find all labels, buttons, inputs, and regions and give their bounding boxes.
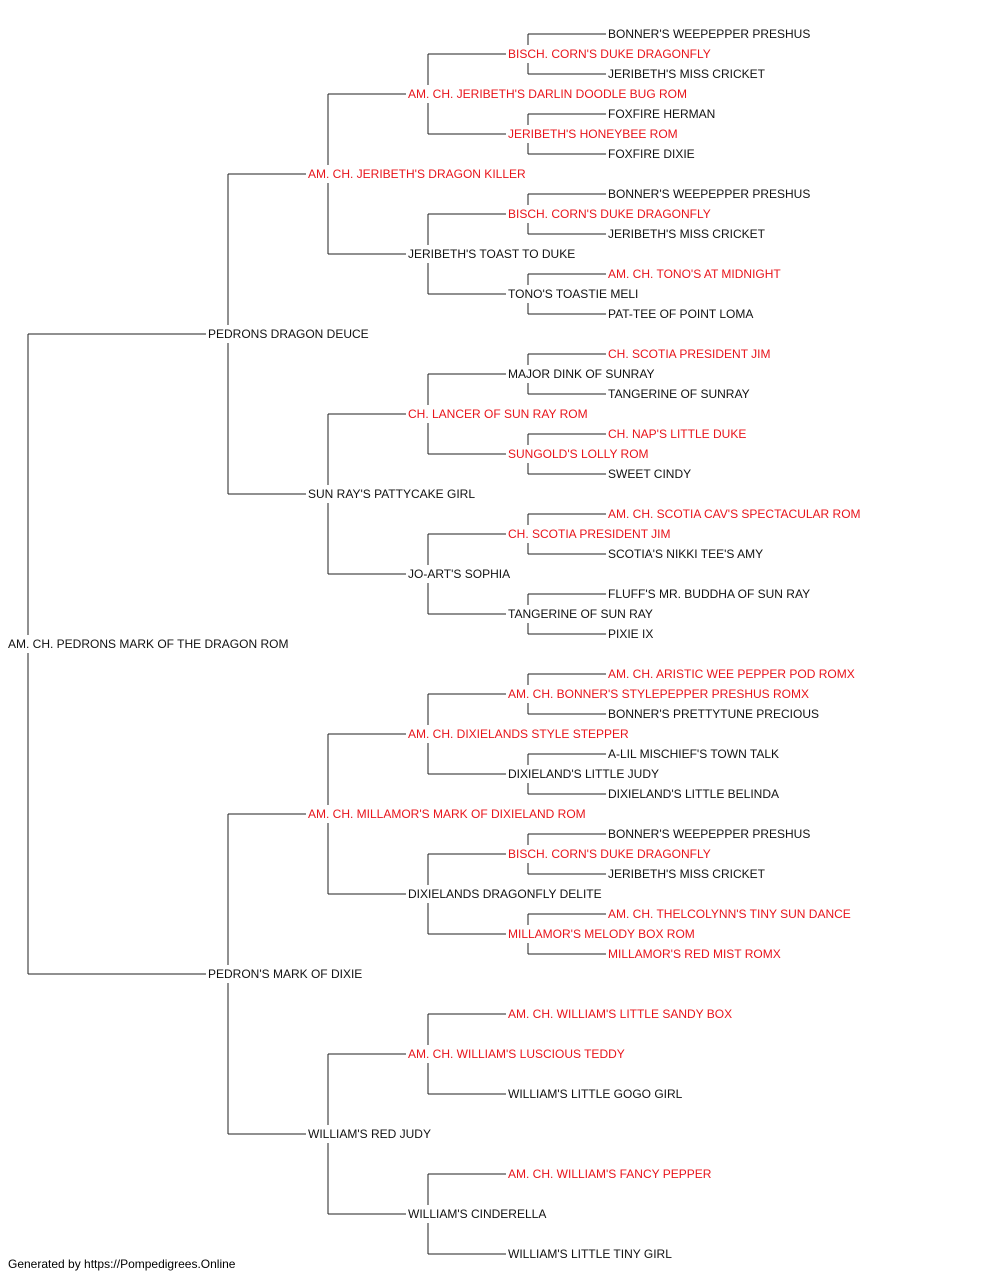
- ancestor-sungold-s-lolly-rom: SUNGOLD'S LOLLY ROM: [508, 447, 649, 461]
- ancestor-a-lil-mischief-s-town-talk: A-LIL MISCHIEF'S TOWN TALK: [608, 747, 779, 761]
- ancestor-millamor-s-red-mist-romx: MILLAMOR'S RED MIST ROMX: [608, 947, 781, 961]
- ancestor-tangerine-of-sun-ray: TANGERINE OF SUN RAY: [508, 607, 653, 621]
- ancestor-pedron-s-mark-of-dixie: PEDRON'S MARK OF DIXIE: [208, 967, 362, 981]
- ancestor-am-ch-william-s-fancy-pepper: AM. CH. WILLIAM'S FANCY PEPPER: [508, 1167, 712, 1181]
- ancestor-bisch-corn-s-duke-dragonfly: BISCH. CORN'S DUKE DRAGONFLY: [508, 207, 711, 221]
- ancestor-tono-s-toastie-meli: TONO'S TOASTIE MELI: [508, 287, 638, 301]
- ancestor-dixielands-dragonfly-delite: DIXIELANDS DRAGONFLY DELITE: [408, 887, 602, 901]
- ancestor-ch-nap-s-little-duke: CH. NAP'S LITTLE DUKE: [608, 427, 746, 441]
- ancestor-scotia-s-nikki-tee-s-amy: SCOTIA'S NIKKI TEE'S AMY: [608, 547, 763, 561]
- subject-name: AM. CH. PEDRONS MARK OF THE DRAGON ROM: [8, 637, 288, 651]
- ancestor-bisch-corn-s-duke-dragonfly: BISCH. CORN'S DUKE DRAGONFLY: [508, 47, 711, 61]
- ancestor-jeribeth-s-honeybee-rom: JERIBETH'S HONEYBEE ROM: [508, 127, 678, 141]
- ancestor-am-ch-tono-s-at-midnight: AM. CH. TONO'S AT MIDNIGHT: [608, 267, 781, 281]
- ancestor-am-ch-millamor-s-mark-of-dixieland-rom: AM. CH. MILLAMOR'S MARK OF DIXIELAND ROM: [308, 807, 586, 821]
- ancestor-tangerine-of-sunray: TANGERINE OF SUNRAY: [608, 387, 750, 401]
- ancestor-am-ch-jeribeth-s-darlin-doodle-bug-rom: AM. CH. JERIBETH'S DARLIN DOODLE BUG ROM: [408, 87, 687, 101]
- ancestor-pat-tee-of-point-loma: PAT-TEE OF POINT LOMA: [608, 307, 753, 321]
- generated-by-footer: Generated by https://Pompedigrees.Online: [8, 1257, 236, 1271]
- ancestor-bonner-s-weepepper-preshus: BONNER'S WEEPEPPER PRESHUS: [608, 827, 810, 841]
- ancestor-dixieland-s-little-belinda: DIXIELAND'S LITTLE BELINDA: [608, 787, 779, 801]
- ancestor-fluff-s-mr-buddha-of-sun-ray: FLUFF'S MR. BUDDHA OF SUN RAY: [608, 587, 810, 601]
- ancestor-ch-scotia-president-jim: CH. SCOTIA PRESIDENT JIM: [608, 347, 770, 361]
- ancestor-bonner-s-weepepper-preshus: BONNER'S WEEPEPPER PRESHUS: [608, 187, 810, 201]
- ancestor-sweet-cindy: SWEET CINDY: [608, 467, 691, 481]
- ancestor-millamor-s-melody-box-rom: MILLAMOR'S MELODY BOX ROM: [508, 927, 695, 941]
- ancestor-william-s-little-tiny-girl: WILLIAM'S LITTLE TINY GIRL: [508, 1247, 672, 1261]
- ancestor-sun-ray-s-pattycake-girl: SUN RAY'S PATTYCAKE GIRL: [308, 487, 475, 501]
- ancestor-am-ch-aristic-wee-pepper-pod-romx: AM. CH. ARISTIC WEE PEPPER POD ROMX: [608, 667, 855, 681]
- ancestor-pedrons-dragon-deuce: PEDRONS DRAGON DEUCE: [208, 327, 369, 341]
- ancestor-am-ch-jeribeth-s-dragon-killer: AM. CH. JERIBETH'S DRAGON KILLER: [308, 167, 526, 181]
- pedigree-names: AM. CH. PEDRONS MARK OF THE DRAGON ROM PE…: [8, 27, 861, 1261]
- ancestor-am-ch-william-s-little-sandy-box: AM. CH. WILLIAM'S LITTLE SANDY BOX: [508, 1007, 732, 1021]
- ancestor-am-ch-bonner-s-stylepepper-preshus-romx: AM. CH. BONNER'S STYLEPEPPER PRESHUS ROM…: [508, 687, 809, 701]
- ancestor-william-s-red-judy: WILLIAM'S RED JUDY: [308, 1127, 431, 1141]
- ancestor-jeribeth-s-toast-to-duke: JERIBETH'S TOAST TO DUKE: [408, 247, 575, 261]
- ancestor-am-ch-thelcolynn-s-tiny-sun-dance: AM. CH. THELCOLYNN'S TINY SUN DANCE: [608, 907, 851, 921]
- ancestor-william-s-cinderella: WILLIAM'S CINDERELLA: [408, 1207, 546, 1221]
- ancestor-ch-lancer-of-sun-ray-rom: CH. LANCER OF SUN RAY ROM: [408, 407, 588, 421]
- ancestor-am-ch-william-s-luscious-teddy: AM. CH. WILLIAM'S LUSCIOUS TEDDY: [408, 1047, 625, 1061]
- ancestor-bisch-corn-s-duke-dragonfly: BISCH. CORN'S DUKE DRAGONFLY: [508, 847, 711, 861]
- ancestor-jeribeth-s-miss-cricket: JERIBETH'S MISS CRICKET: [608, 67, 766, 81]
- ancestor-foxfire-dixie: FOXFIRE DIXIE: [608, 147, 695, 161]
- ancestor-foxfire-herman: FOXFIRE HERMAN: [608, 107, 715, 121]
- ancestor-ch-scotia-president-jim: CH. SCOTIA PRESIDENT JIM: [508, 527, 670, 541]
- ancestor-dixieland-s-little-judy: DIXIELAND'S LITTLE JUDY: [508, 767, 659, 781]
- ancestor-bonner-s-weepepper-preshus: BONNER'S WEEPEPPER PRESHUS: [608, 27, 810, 41]
- pedigree-connectors: [27, 33, 606, 1255]
- ancestor-jo-art-s-sophia: JO-ART'S SOPHIA: [408, 567, 510, 581]
- ancestor-jeribeth-s-miss-cricket: JERIBETH'S MISS CRICKET: [608, 867, 766, 881]
- ancestor-william-s-little-gogo-girl: WILLIAM'S LITTLE GOGO GIRL: [508, 1087, 683, 1101]
- ancestor-pixie-ix: PIXIE IX: [608, 627, 653, 641]
- ancestor-am-ch-dixielands-style-stepper: AM. CH. DIXIELANDS STYLE STEPPER: [408, 727, 629, 741]
- ancestor-bonner-s-prettytune-precious: BONNER'S PRETTYTUNE PRECIOUS: [608, 707, 819, 721]
- ancestor-major-dink-of-sunray: MAJOR DINK OF SUNRAY: [508, 367, 654, 381]
- ancestor-am-ch-scotia-cav-s-spectacular-rom: AM. CH. SCOTIA CAV'S SPECTACULAR ROM: [608, 507, 861, 521]
- ancestor-jeribeth-s-miss-cricket: JERIBETH'S MISS CRICKET: [608, 227, 766, 241]
